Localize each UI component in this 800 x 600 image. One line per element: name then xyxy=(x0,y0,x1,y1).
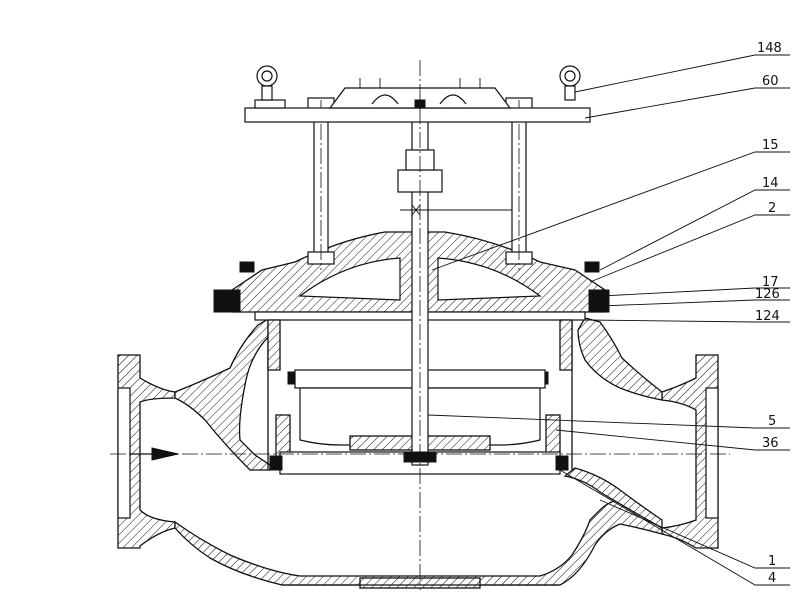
callout-36: 36 xyxy=(762,436,779,451)
callout-17: 17 xyxy=(762,275,779,290)
callout-1: 1 xyxy=(768,554,776,569)
callout-148: 148 xyxy=(757,41,782,56)
flow-arrow xyxy=(130,447,179,461)
callout-15: 15 xyxy=(762,138,779,153)
callout-124: 124 xyxy=(755,309,780,324)
callout-5: 5 xyxy=(768,414,776,429)
callout-14: 14 xyxy=(762,176,779,191)
callout-4: 4 xyxy=(768,571,776,586)
lifting-eye-left xyxy=(256,65,278,101)
leader-lines xyxy=(427,54,790,586)
callout-labels: 148 60 15 14 2 17 126 124 5 36 1 4 xyxy=(755,41,782,586)
callout-60: 60 xyxy=(762,74,779,89)
callout-2: 2 xyxy=(768,201,776,216)
callout-126: 126 xyxy=(755,287,780,302)
lifting-eye-right xyxy=(559,65,581,101)
center-lines xyxy=(110,60,730,590)
yoke-plate xyxy=(244,78,591,123)
